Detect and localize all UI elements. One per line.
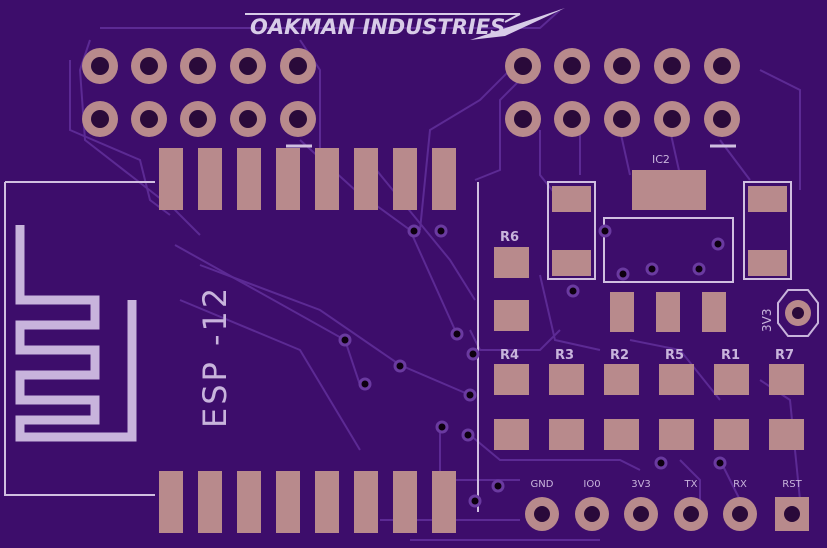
resistor-r7: R7	[769, 348, 804, 450]
resistor-r3: R3	[549, 348, 584, 450]
r1-label: R1	[721, 348, 740, 363]
logo-text: OAKMAN INDUSTRIES	[250, 15, 505, 39]
resistor-r2: R2	[604, 348, 639, 450]
header-pads-right	[505, 48, 740, 148]
capacitor-left	[547, 181, 596, 280]
test-point-label: 3V3	[760, 309, 774, 332]
esp12-module: ESP -12	[4, 148, 479, 533]
header-label-io0: IO0	[583, 479, 600, 490]
ic2-regulator: IC2	[603, 153, 734, 332]
capacitor-right	[743, 181, 792, 280]
resistor-r5: R5	[659, 348, 694, 450]
r7-label: R7	[775, 348, 794, 363]
resistor-r6: R6	[494, 230, 529, 331]
program-header: GND IO0 3V3 TX RX RST	[525, 479, 809, 531]
header-label-3v3: 3V3	[631, 479, 651, 490]
r5-label: R5	[665, 348, 684, 363]
header-pads-left	[82, 48, 316, 148]
resistor-r1: R1	[714, 348, 749, 450]
resistor-r4: R4	[494, 348, 529, 450]
header-label-gnd: GND	[531, 479, 554, 490]
header-label-tx: TX	[684, 479, 698, 490]
vias	[338, 224, 727, 508]
esp12-bottom-pads	[159, 471, 456, 533]
antenna-trace	[15, 225, 137, 442]
header-label-rx: RX	[733, 479, 747, 490]
r6-label: R6	[500, 230, 519, 245]
test-point-3v3: 3V3	[760, 289, 819, 337]
logo: OAKMAN INDUSTRIES	[245, 8, 565, 40]
ic2-label: IC2	[652, 153, 670, 166]
header-label-rst: RST	[782, 479, 802, 490]
esp12-top-pads	[159, 148, 456, 210]
r3-label: R3	[555, 348, 574, 363]
r4-label: R4	[500, 348, 519, 363]
r2-label: R2	[610, 348, 629, 363]
esp12-label: ESP -12	[196, 285, 234, 428]
